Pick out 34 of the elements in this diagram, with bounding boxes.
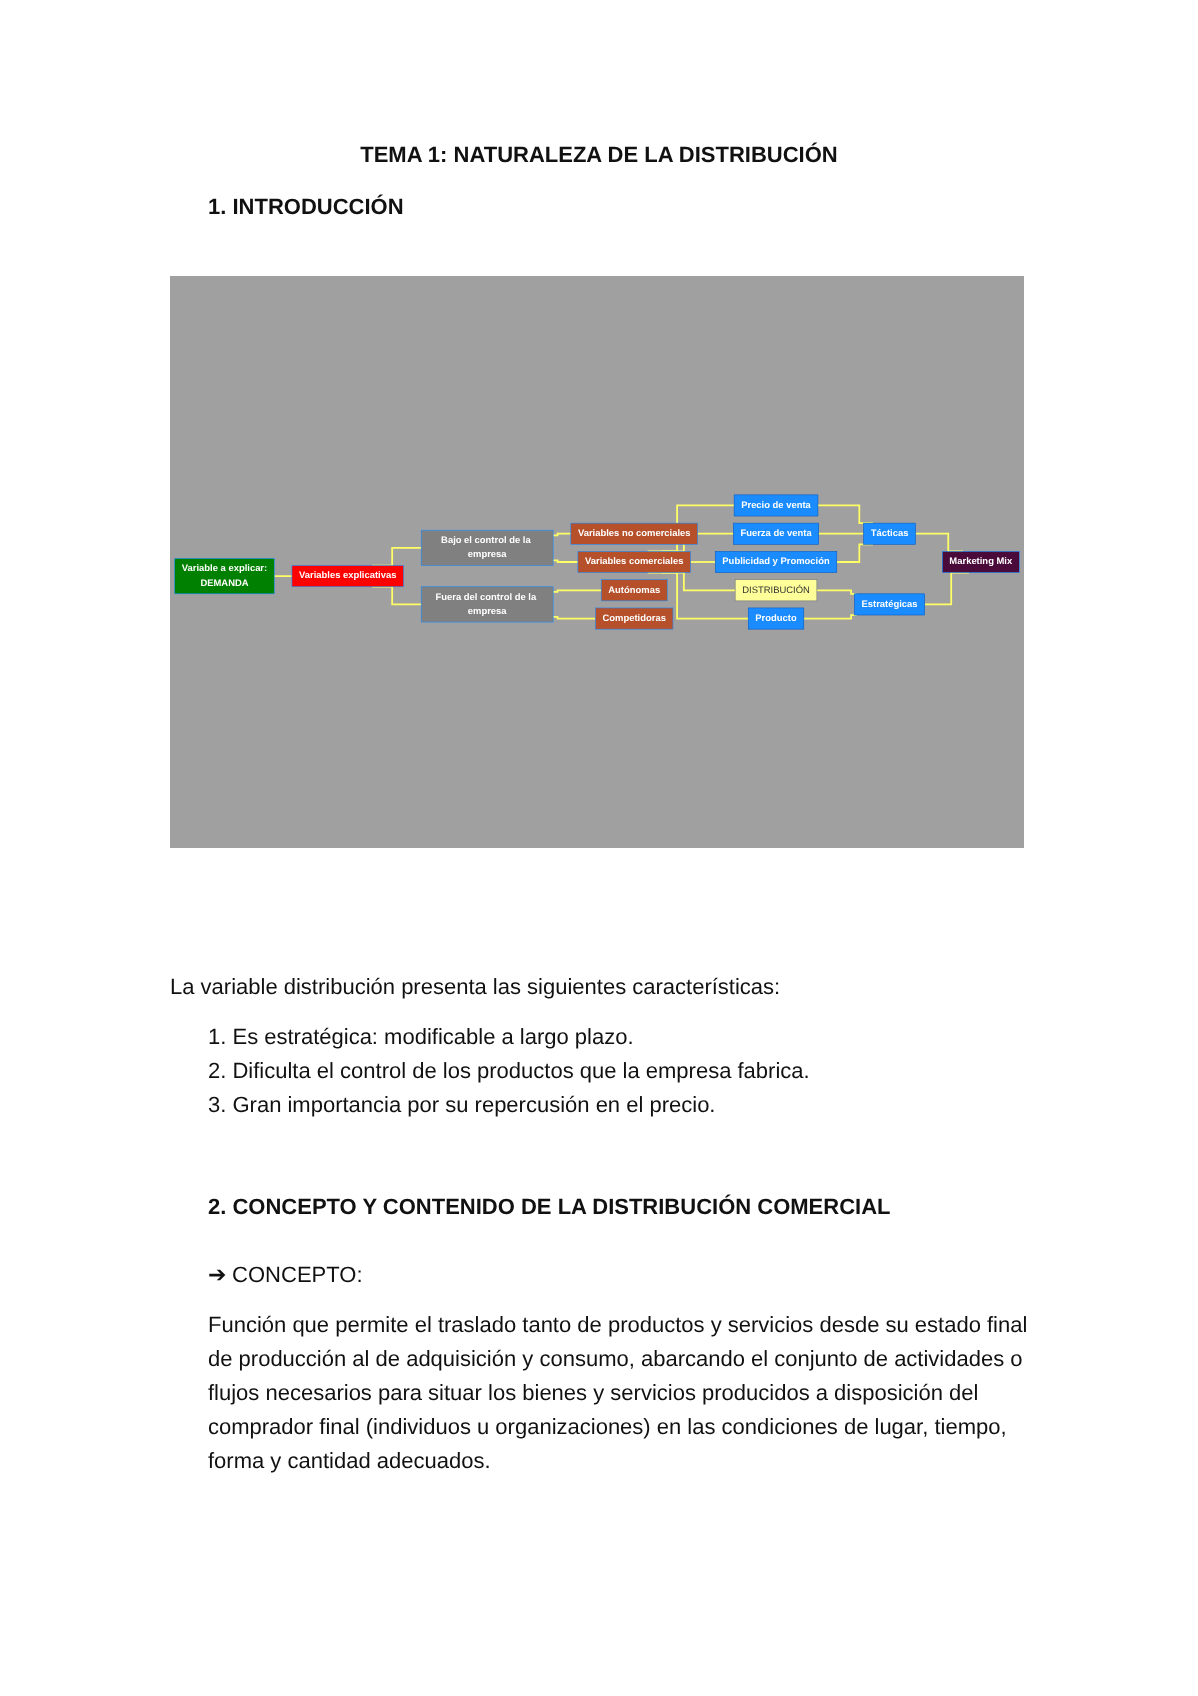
node-box	[577, 551, 691, 573]
subheading: ➔ CONCEPTO:	[208, 1262, 363, 1292]
connector	[802, 614, 858, 620]
node-box	[863, 522, 916, 545]
node-box	[734, 579, 818, 602]
connector	[552, 616, 597, 620]
node-box	[291, 565, 404, 588]
connector	[815, 589, 858, 595]
node-box	[747, 607, 805, 630]
list-item: 3. Gran importancia por su repercusión en el precio.	[208, 1092, 716, 1122]
paragraph: Función que permite el traslado tanto de productos y servicios desde su estado final de producción al de adquisición y consumo, abarcando el conjunto de actividades o flujos necesarios para situar los bienes y servicios producidos a disposición del comprador final (individuos u organizaciones) en las condiciones de lugar, tiempo, forma y cantidad adecuados.	[208, 1312, 1028, 1478]
connector	[689, 561, 717, 563]
node-box	[733, 494, 819, 517]
connector	[817, 532, 865, 535]
paragraph: La variable distribución presenta las siguientes características:	[170, 974, 781, 1004]
node-box	[854, 593, 925, 616]
connector	[273, 575, 293, 578]
connector	[552, 532, 572, 537]
node-box	[595, 607, 674, 630]
connector	[552, 589, 603, 593]
node-box	[174, 558, 275, 595]
node-box	[570, 522, 698, 545]
section-heading: 1. INTRODUCCIÓN	[208, 192, 404, 224]
node-box	[733, 522, 819, 545]
section-heading: 2. CONCEPTO Y CONTENIDO DE LA DISTRIBUCIÓN COMERCIAL	[208, 1192, 891, 1224]
node-box	[714, 551, 838, 573]
node-box	[420, 529, 554, 566]
node-box	[942, 551, 1020, 573]
connector	[552, 559, 579, 563]
node-box	[420, 586, 554, 623]
list-item: 2. Dificulta el control de los productos que la empresa fabrica.	[208, 1058, 810, 1088]
title: TEMA 1: NATURALEZA DE LA DISTRIBUCIÓN	[358, 140, 840, 172]
node-box	[600, 579, 668, 602]
list-item: 1. Es estratégica: modificable a largo plazo.	[208, 1024, 634, 1054]
